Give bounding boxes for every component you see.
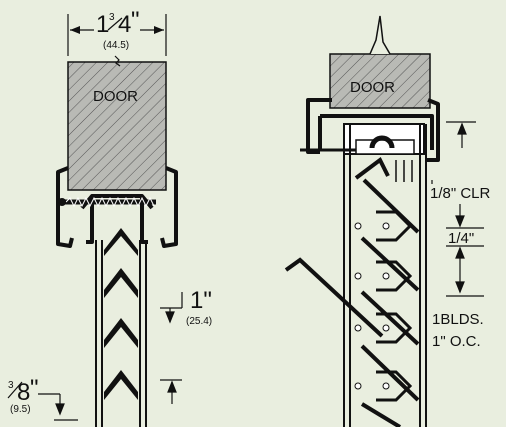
blade-clip: [376, 312, 413, 344]
chevron-blade: [104, 268, 138, 298]
width-dim-whole: 1: [96, 11, 109, 38]
width-dim-numerator: 3: [109, 12, 115, 23]
blade: [360, 344, 420, 402]
blades-label-line2: 1" O.C.: [432, 333, 481, 350]
angled-blade: [284, 257, 384, 338]
chevron-blade: [104, 318, 138, 348]
offset-dim-metric: (9.5): [10, 404, 31, 415]
blade: [362, 178, 420, 234]
width-dim-denominator: 4: [118, 11, 131, 38]
offset-dim-denominator: 8: [17, 379, 30, 406]
spacing-dim-value: 1": [190, 287, 212, 314]
right-dimensions: [431, 121, 484, 297]
width-dim-unit: ": [131, 7, 140, 34]
left-door-label: DOOR: [93, 88, 138, 105]
blade-clip: [376, 210, 413, 242]
chevron-blade: [104, 370, 138, 400]
diagonal-blades: [360, 178, 420, 427]
offset-dim-unit: ": [30, 375, 39, 402]
clearance-label: 1/8" CLR: [430, 185, 491, 202]
width-dim-metric: (44.5): [103, 40, 129, 51]
blade-clips: [376, 210, 413, 402]
right-door-block: DOOR: [329, 15, 431, 109]
blade-thickness-label: 1/4": [448, 230, 474, 247]
right-frame-channel: [306, 98, 440, 162]
left-louver-frame: [95, 240, 147, 427]
right-section-view: DOOR: [284, 15, 491, 427]
blade: [360, 402, 402, 427]
spacing-dim-metric: (25.4): [186, 316, 212, 327]
left-section-view: 1 3 4 " (44.5) DOOR: [7, 7, 212, 427]
chevron-blade: [104, 228, 138, 256]
hinge-bracket: [300, 135, 415, 182]
door-width-dimension: 1 3 4 " (44.5): [67, 7, 167, 56]
blade-spacing-dimension: [160, 292, 183, 404]
blades-label-line1: 1BLDS.: [432, 311, 484, 328]
offset-dimension: [38, 393, 78, 421]
right-door-label: DOOR: [350, 79, 395, 96]
offset-dim-numerator: 3: [8, 380, 14, 391]
left-door-block: DOOR: [67, 55, 167, 191]
screw-holes: [354, 222, 390, 390]
left-screw: [58, 196, 156, 208]
left-chevron-blades: [104, 228, 138, 400]
blade: [360, 290, 420, 346]
blade: [360, 236, 420, 292]
